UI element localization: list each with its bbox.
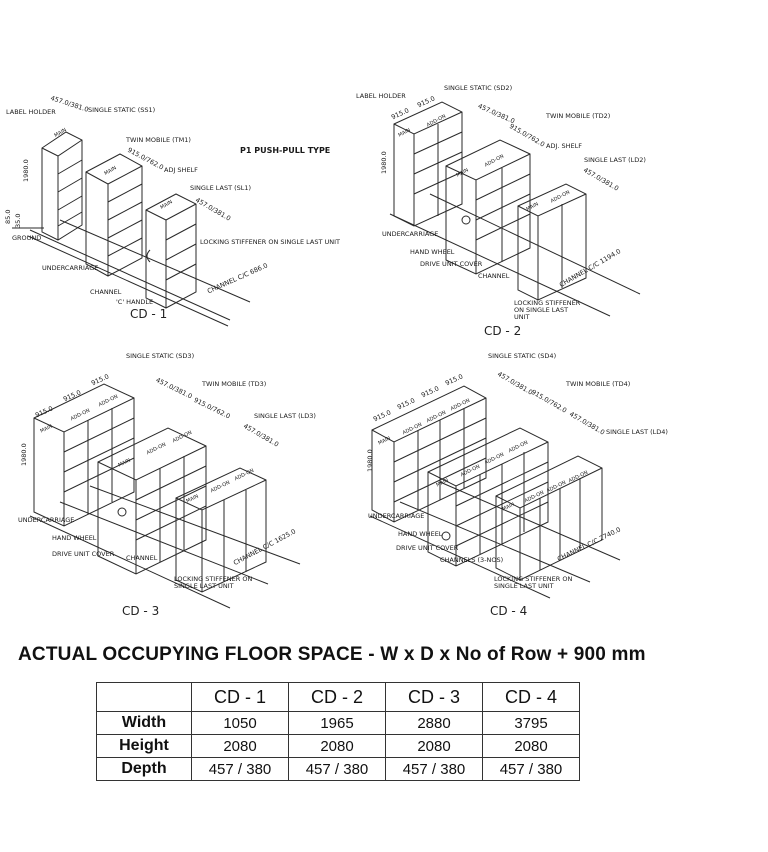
cd4-undercarriage: UNDERCARRIAGE: [368, 512, 425, 520]
cd2-undercarriage: UNDERCARRIAGE: [382, 230, 439, 238]
cd4-twin-mobile: TWIN MOBILE (TD4): [566, 380, 631, 388]
cd1-name: CD - 1: [130, 307, 168, 321]
table-header-cell: [96, 682, 192, 712]
cd2-name: CD - 2: [484, 324, 522, 338]
cd1-type-label: P1 PUSH-PULL TYPE: [240, 146, 331, 155]
cd1-undercarriage: UNDERCARRIAGE: [42, 264, 99, 272]
dimensions-table: CD - 1 CD - 2 CD - 3 CD - 4 Width 1050 1…: [96, 682, 580, 781]
cd4-diagram: SINGLE STATIC (SD4) 915.0 915.0 915.0 91…: [360, 346, 768, 626]
table-cell: 1050: [191, 711, 289, 735]
table-row: Width 1050 1965 2880 3795: [96, 711, 580, 735]
cd1-single-last: SINGLE LAST (SL1): [190, 184, 252, 192]
table-row: Depth 457 / 380 457 / 380 457 / 380 457 …: [96, 757, 580, 781]
cd2-dim-1980: 1980.0: [380, 151, 388, 174]
cd1-dim-850: 85.0: [4, 209, 12, 224]
table-cell: 2080: [482, 734, 580, 758]
table-header-cell: CD - 3: [385, 682, 483, 712]
cd4-name: CD - 4: [490, 604, 528, 618]
cd1-adj-shelf: ADJ SHELF: [164, 166, 198, 174]
table-header-cell: CD - 4: [482, 682, 580, 712]
table-header-row: CD - 1 CD - 2 CD - 3 CD - 4: [96, 682, 580, 712]
row-header-width: Width: [96, 711, 192, 735]
cd3-single-last: SINGLE LAST (LD3): [254, 412, 316, 420]
table-cell: 2080: [288, 734, 386, 758]
table-cell: 1965: [288, 711, 386, 735]
cd1-ground: GROUND: [12, 234, 42, 242]
cd1-c-handle: 'C' HANDLE: [116, 298, 154, 306]
cd4-locking-stiffener: LOCKING STIFFENER ON SINGLE LAST UNIT: [494, 575, 573, 590]
cd2-channel: CHANNEL: [478, 272, 510, 280]
cd4-dim-1980: 1980.0: [366, 449, 374, 472]
cd1-single-static: SINGLE STATIC (SS1): [88, 106, 156, 114]
cd1-twin-mobile: TWIN MOBILE (TM1): [126, 136, 191, 144]
cd2-label-holder: LABEL HOLDER: [356, 92, 406, 100]
cd3-diagram: SINGLE STATIC (SD3) 915.0 915.0 915.0 45…: [0, 346, 370, 626]
cd1-dim-1980: 1980.0: [22, 159, 30, 182]
cd3-twin-mobile: TWIN MOBILE (TD3): [202, 380, 267, 388]
cd2-drive-unit-cover: DRIVE UNIT COVER: [420, 260, 483, 268]
cd1-label-holder: LABEL HOLDER: [6, 108, 56, 116]
cd3-single-static: SINGLE STATIC (SD3): [126, 352, 195, 360]
table-cell: 2880: [385, 711, 483, 735]
cd4-channels: CHANNELS (3-NOS): [440, 556, 504, 564]
floor-space-title: ACTUAL OCCUPYING FLOOR SPACE - W x D x N…: [18, 644, 646, 665]
table-cell: 457 / 380: [191, 757, 289, 781]
cd3-drive-unit-cover: DRIVE UNIT COVER: [52, 550, 115, 558]
cd1-diagram: LABEL HOLDER 457.0/381.0 SINGLE STATIC (…: [0, 80, 350, 330]
table-cell: 457 / 380: [288, 757, 386, 781]
cd3-locking-stiffener: LOCKING STIFFENER ON SINGLE LAST UNIT: [174, 575, 253, 590]
table-header-cell: CD - 2: [288, 682, 386, 712]
table-cell: 2080: [191, 734, 289, 758]
cd1-dim-350: 35.0: [14, 213, 22, 228]
cd3-undercarriage: UNDERCARRIAGE: [18, 516, 75, 524]
row-header-height: Height: [96, 734, 192, 758]
cd2-adj-shelf: ADJ. SHELF: [546, 142, 582, 150]
cd4-single-last: SINGLE LAST (LD4): [606, 428, 668, 436]
table-cell: 3795: [482, 711, 580, 735]
cd3-dim-1980: 1980.0: [20, 443, 28, 466]
table-cell: 457 / 380: [385, 757, 483, 781]
cd1-locking-stiffener: LOCKING STIFFENER ON SINGLE LAST UNIT: [200, 238, 341, 246]
cd3-channel: CHANNEL: [126, 554, 158, 562]
cd1-channel: CHANNEL: [90, 288, 122, 296]
cd3-hand-wheel: HAND WHEEL: [52, 534, 97, 542]
cd1-drawing: [12, 131, 251, 327]
cd2-hand-wheel: HAND WHEEL: [410, 248, 455, 256]
cd4-drive-unit-cover: DRIVE UNIT COVER: [396, 544, 459, 552]
table-cell: 457 / 380: [482, 757, 580, 781]
cd3-drawing: [29, 383, 301, 609]
row-header-depth: Depth: [96, 757, 192, 781]
table-cell: 2080: [385, 734, 483, 758]
cd4-hand-wheel: HAND WHEEL: [398, 530, 443, 538]
cd2-single-static: SINGLE STATIC (SD2): [444, 84, 513, 92]
cd2-single-last: SINGLE LAST (LD2): [584, 156, 646, 164]
cd2-twin-mobile: TWIN MOBILE (TD2): [546, 112, 611, 120]
cd2-drawing: [389, 101, 641, 317]
cd4-single-static: SINGLE STATIC (SD4): [488, 352, 557, 360]
cd2-diagram: SINGLE STATIC (SD2) LABEL HOLDER 915.0 9…: [350, 74, 768, 344]
cd2-locking-stiffener: LOCKING STIFFENER ON SINGLE LAST UNIT: [514, 299, 581, 321]
table-row: Height 2080 2080 2080 2080: [96, 734, 580, 758]
cd4-drawing: [369, 385, 621, 599]
cd3-name: CD - 3: [122, 604, 160, 618]
table-header-cell: CD - 1: [191, 682, 289, 712]
